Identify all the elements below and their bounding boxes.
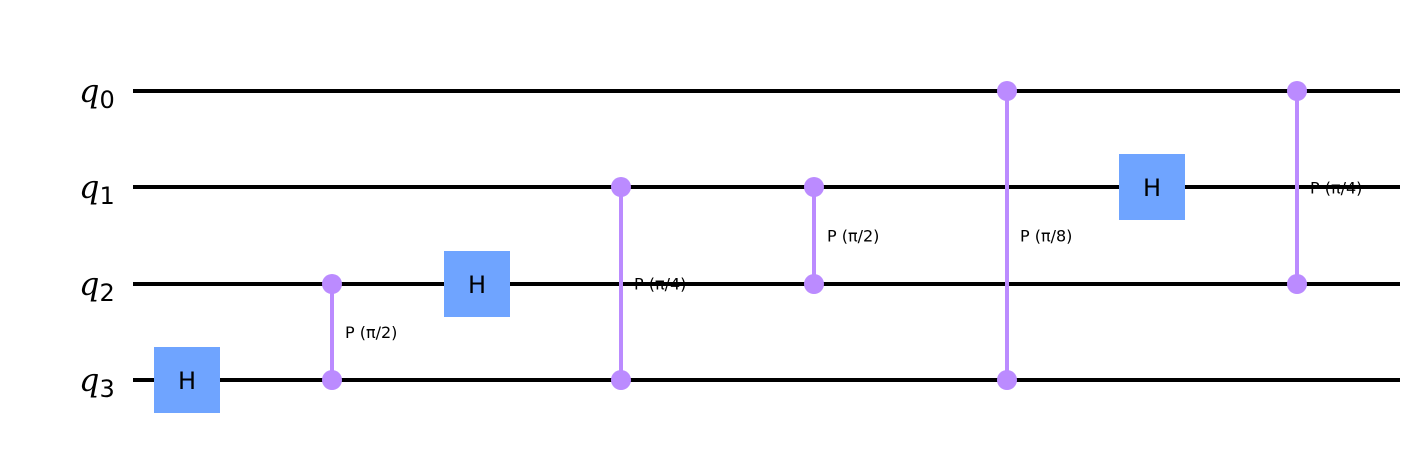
phase-param-label: P (π/2) (827, 227, 879, 246)
qubit-label-index: 1 (99, 182, 114, 210)
control-dot (1287, 81, 1307, 101)
cp-gate-4: P (π/2) (804, 177, 879, 294)
qubit-label-index: 0 (99, 86, 114, 114)
h-gate-box (154, 347, 220, 413)
qubit-label-name: q (79, 265, 99, 303)
control-dot (322, 274, 342, 294)
qubit-label-name: q (79, 72, 99, 110)
phase-param-label: P (π/4) (634, 275, 686, 294)
h-gate-label: H (468, 271, 486, 299)
phase-param-label: P (π/4) (1310, 179, 1362, 198)
control-dot (611, 370, 631, 390)
control-dot (611, 177, 631, 197)
cp-gate-3: P (π/4) (611, 177, 686, 390)
qubit-label-index: 3 (99, 375, 114, 403)
qubit-label-0: q0 (79, 72, 115, 114)
qubit-label-2: q2 (79, 265, 115, 307)
h-gate-6: H (1119, 154, 1185, 220)
control-dot (997, 370, 1017, 390)
qubit-label-3: q3 (79, 361, 115, 403)
qubit-label-name: q (79, 168, 99, 206)
gates-layer: H P (π/2) H P (π/4) P (π/2) P (π/8) H P (π/4) (154, 81, 1362, 413)
cp-gate-7: P (π/4) (1287, 81, 1362, 294)
cp-gate-1: P (π/2) (322, 274, 397, 390)
h-gate-box (444, 251, 510, 317)
h-gate-box (1119, 154, 1185, 220)
h-gate-label: H (178, 367, 196, 395)
wires-layer (133, 89, 1400, 382)
control-dot (804, 274, 824, 294)
qubit-label-index: 2 (99, 279, 114, 307)
h-gate-0: H (154, 347, 220, 413)
h-gate-2: H (444, 251, 510, 317)
phase-param-label: P (π/8) (1020, 227, 1072, 246)
qubit-label-name: q (79, 361, 99, 399)
cp-gate-5: P (π/8) (997, 81, 1072, 390)
control-dot (1287, 274, 1307, 294)
control-dot (804, 177, 824, 197)
phase-param-label: P (π/2) (345, 323, 397, 342)
control-dot (997, 81, 1017, 101)
h-gate-label: H (1143, 174, 1161, 202)
qubit-label-1: q1 (79, 168, 115, 210)
control-dot (322, 370, 342, 390)
